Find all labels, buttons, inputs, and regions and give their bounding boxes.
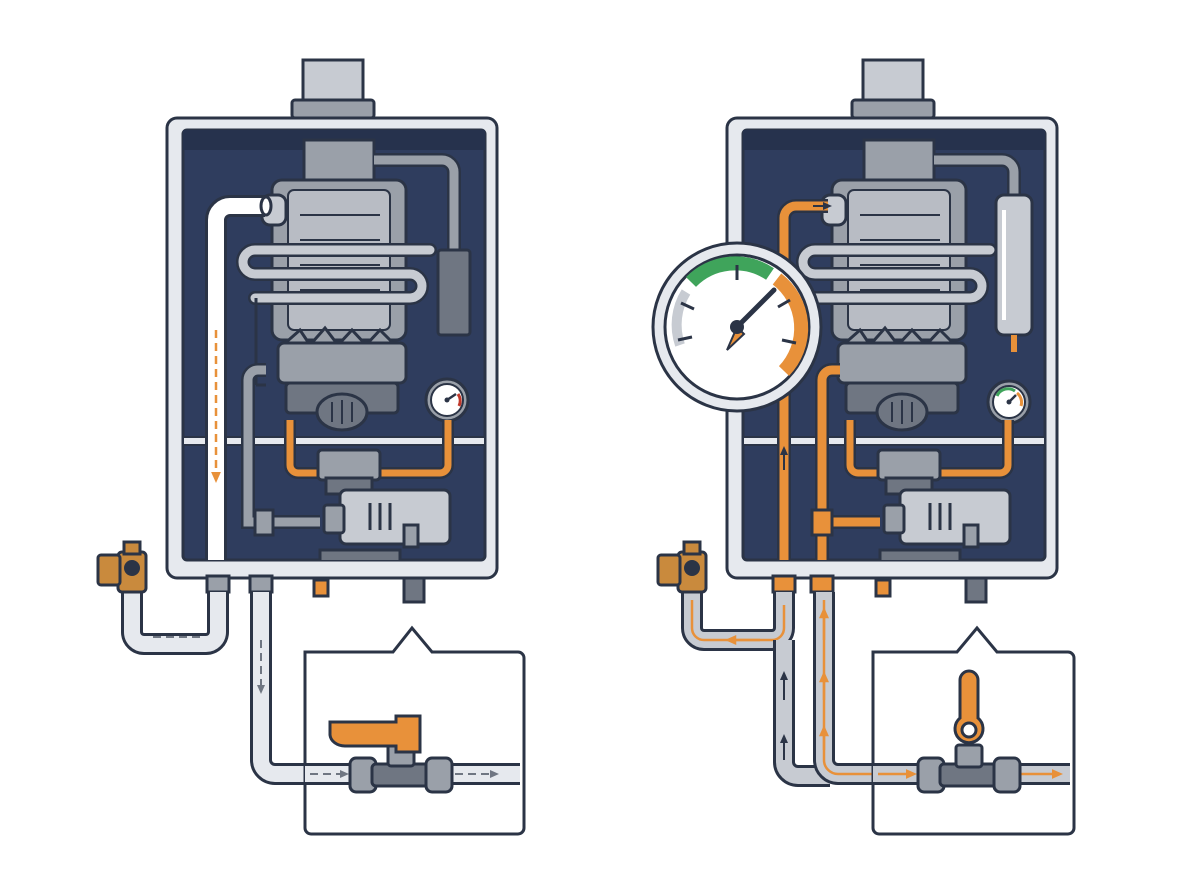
coil-return-pipe [241,298,266,495]
pump-assembly [241,448,452,560]
ball-valve-icon [916,669,1022,794]
bottom-fittings [771,574,988,604]
flue-pipe [850,58,936,120]
shelf-bar [742,436,1046,446]
pressure-gauge-large-icon [651,241,823,413]
left-panel [96,58,526,836]
expansion-tank [934,153,1034,352]
shelf-bar [182,436,486,446]
heating-coil [798,245,995,303]
hot-water-pipe [777,199,832,560]
right-panel [651,58,1076,836]
outlet-pipe-to-valve [250,592,500,785]
flue-pipe [290,58,376,120]
side-relief-valve [96,540,229,655]
ball-valve-icon [328,714,454,794]
cold-inlet-pipe [205,195,273,560]
burner-unit [276,325,408,432]
outlet-pipe-to-valve [773,592,1060,787]
bottom-fittings [205,574,426,604]
pressure-gauge-icon [986,379,1032,425]
pump-assembly [876,448,1012,560]
pressure-gauge-icon [424,377,470,423]
side-relief-valve [656,540,795,651]
coil-return-pipe [810,363,880,560]
burner-unit [836,325,968,432]
top-right-pipe [374,153,472,337]
